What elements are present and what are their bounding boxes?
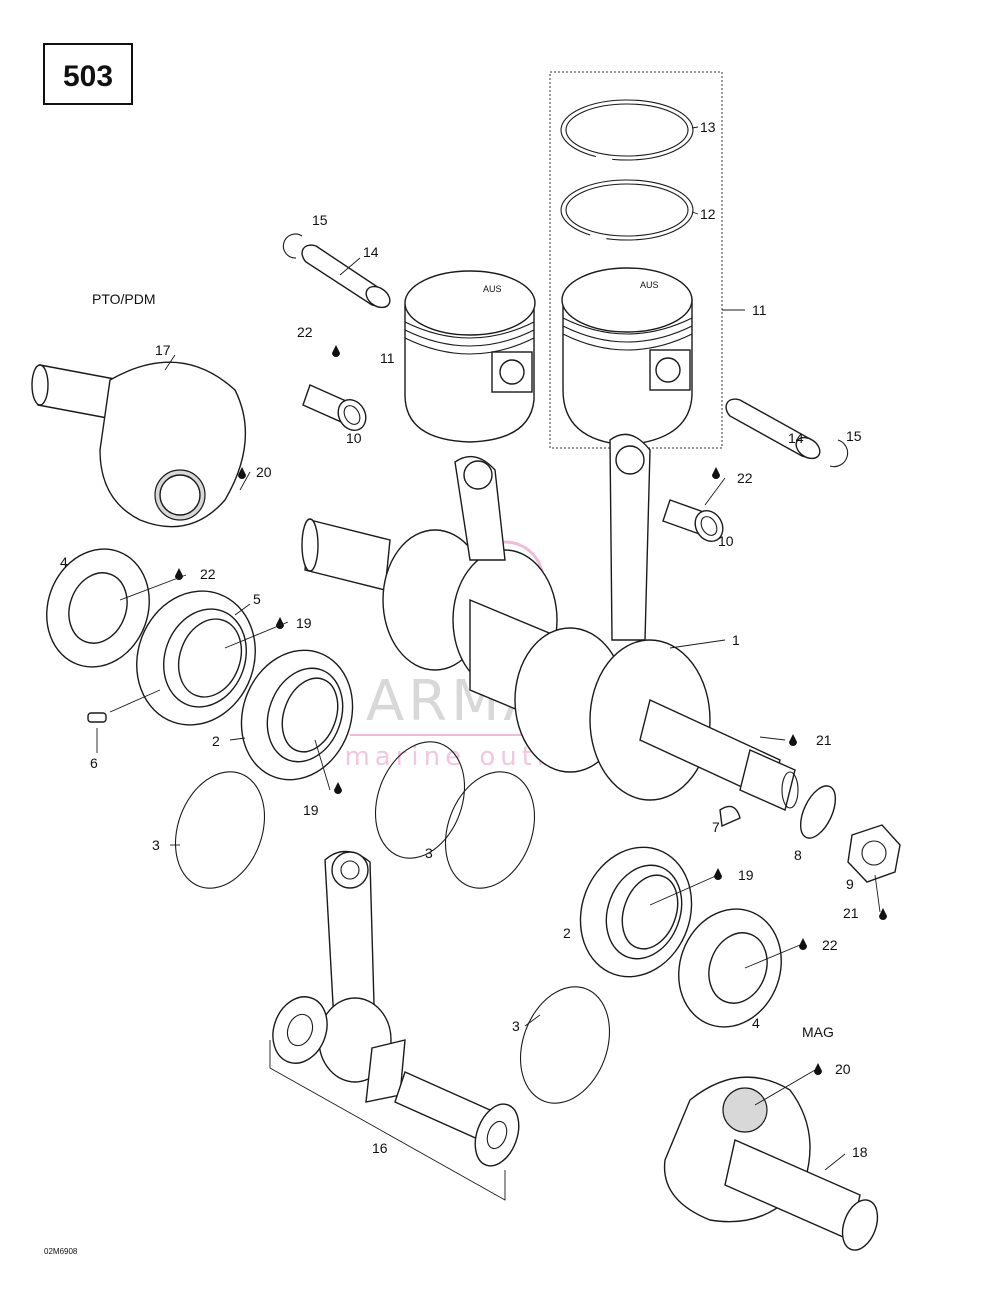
bearing-5 xyxy=(136,590,256,726)
callout-1: 1 xyxy=(732,632,740,648)
o-ring-lower xyxy=(519,986,611,1104)
piston-right: AUS xyxy=(561,267,693,446)
mag-section-label: MAG xyxy=(802,1024,834,1040)
o-ring-left xyxy=(174,771,266,889)
needle-bearing-left xyxy=(302,384,367,432)
callout-21-shaft: 21 xyxy=(816,732,832,748)
callout-22-top: 22 xyxy=(297,324,313,340)
callout-9: 9 xyxy=(846,876,854,892)
pto-section-label: PTO/PDM xyxy=(92,291,156,307)
callout-3-lower: 3 xyxy=(512,1018,520,1034)
callout-4-left: 4 xyxy=(60,554,68,570)
callout-2-left: 2 xyxy=(212,733,220,749)
callout-19-right: 19 xyxy=(738,867,754,883)
circlip-left xyxy=(282,233,303,259)
woodruff-key xyxy=(719,805,741,828)
seal-right xyxy=(678,908,782,1028)
bearing-left xyxy=(240,649,354,781)
seal-left xyxy=(46,548,150,668)
connecting-rod-kit xyxy=(269,850,520,1201)
callout-2-right: 2 xyxy=(563,925,571,941)
wrist-pin-left xyxy=(301,244,391,309)
callout-18: 18 xyxy=(852,1144,868,1160)
callout-20-mag: 20 xyxy=(835,1061,851,1077)
piston-ring-13 xyxy=(560,99,694,162)
callout-5: 5 xyxy=(253,591,261,607)
piston-marking-left: AUS xyxy=(483,284,502,294)
callout-4-right: 4 xyxy=(752,1015,760,1031)
callout-21-nut: 21 xyxy=(843,905,859,921)
piston-left: AUS xyxy=(404,270,536,443)
pto-crank-half xyxy=(31,361,247,528)
callout-10-left: 10 xyxy=(346,430,362,446)
wrist-pin-right xyxy=(725,398,821,460)
callout-6: 6 xyxy=(90,755,98,771)
callout-13: 13 xyxy=(700,119,716,135)
circlip-right xyxy=(829,439,849,468)
leader-lines xyxy=(96,126,881,1171)
callout-11-left: 11 xyxy=(380,350,395,366)
o-ring-center-b xyxy=(444,771,536,889)
o-ring-center-a xyxy=(374,741,466,859)
crank-nut xyxy=(847,824,901,883)
callout-14-right: 14 xyxy=(788,430,804,446)
needle-bearing-right xyxy=(662,499,724,543)
callout-12: 12 xyxy=(700,206,716,222)
callout-3-left: 3 xyxy=(152,837,160,853)
callout-19-top: 19 xyxy=(296,615,312,631)
piston-marking-right: AUS xyxy=(640,280,659,290)
callout-20-pto: 20 xyxy=(256,464,272,480)
callout-15-right: 15 xyxy=(846,428,862,444)
callout-17: 17 xyxy=(155,342,171,358)
crankshaft-assembly xyxy=(301,433,799,811)
lock-washer xyxy=(799,785,837,839)
callout-14-left: 14 xyxy=(363,244,379,260)
dowel-pin xyxy=(87,712,107,723)
callout-15-left: 15 xyxy=(312,212,328,228)
callout-22-left: 22 xyxy=(200,566,216,582)
callout-19-left: 19 xyxy=(303,802,319,818)
callout-16: 16 xyxy=(372,1140,388,1156)
callout-22-mag: 22 xyxy=(822,937,838,953)
piston-ring-12 xyxy=(560,179,694,242)
callout-7: 7 xyxy=(712,819,720,835)
callout-8: 8 xyxy=(794,847,802,863)
page-number-badge: 503 xyxy=(43,43,133,105)
callout-22-right: 22 xyxy=(737,470,753,486)
mag-crank-half xyxy=(663,1076,879,1251)
callout-10-right: 10 xyxy=(718,533,734,549)
bearing-right xyxy=(579,846,693,978)
drawing-code: 02M6908 xyxy=(44,1247,78,1256)
page-number: 503 xyxy=(63,60,113,93)
callout-3-center: 3 xyxy=(425,845,433,861)
callout-11-kit: 11 xyxy=(752,302,767,318)
